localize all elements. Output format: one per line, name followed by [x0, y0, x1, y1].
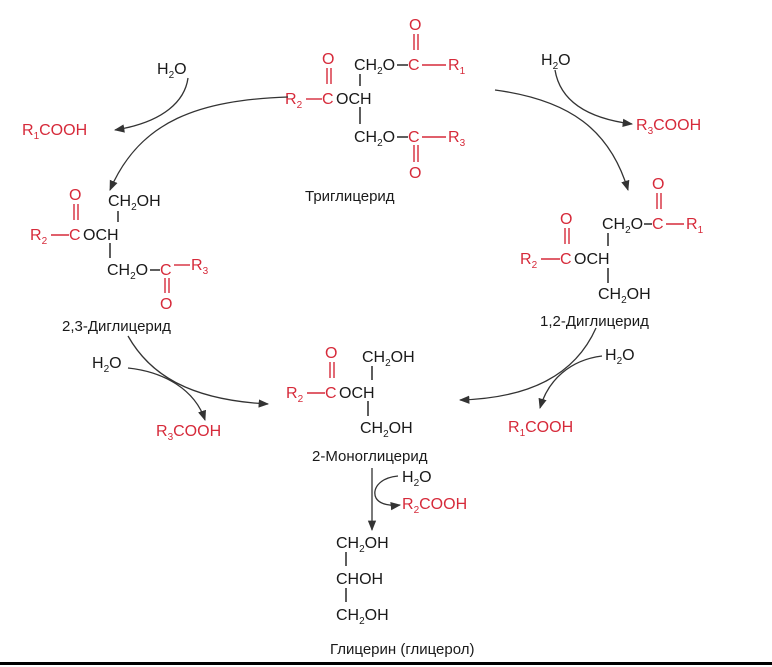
mg2-o-mid: O [325, 345, 337, 362]
arrow-dg23-to-mg [127, 335, 270, 408]
dg23-c-mid: C [69, 227, 81, 244]
r1cooh-2: R1COOH [508, 419, 573, 439]
r1cooh-1: R1COOH [22, 122, 87, 142]
arrow-dg23-water-r3cooh [127, 367, 206, 421]
water-1: H2O [157, 61, 187, 81]
dg12-ch2o: CH2O [602, 216, 643, 236]
arrow-tg-water-r1cooh [113, 77, 189, 133]
r2cooh: R2COOH [402, 496, 467, 516]
tg-o-top: O [409, 17, 421, 34]
glycerol-structure: CH2OH CHOH CH2OH [336, 535, 389, 627]
triglyceride-structure: CH2O C O R1 R2 C O OCH CH2O C O R3 [285, 17, 466, 182]
arrow-tg-to-dg12 [494, 89, 630, 191]
tg-o-bottom: O [409, 165, 421, 182]
dg23-structure: CH2OH R2 C O OCH CH2O C O R3 [30, 187, 209, 313]
dg12-label: 1,2-Диглицерид [540, 313, 649, 330]
mg2-och: OCH [339, 385, 375, 402]
water-3: H2O [92, 355, 122, 375]
water-2: H2O [541, 52, 571, 72]
dg12-structure: CH2O C O R1 R2 C O OCH CH2OH [520, 176, 704, 306]
bottom-border [0, 662, 772, 665]
dg23-r3: R3 [191, 257, 209, 277]
arrow-tg-water-r3cooh [554, 69, 634, 127]
water-5: H2O [402, 469, 432, 489]
dg23-ch2o: CH2O [107, 262, 148, 282]
dg12-c-top: C [652, 216, 664, 233]
dg12-r2: R2 [520, 251, 538, 271]
tg-o-mid: O [322, 51, 334, 68]
r3cooh-2: R3COOH [156, 423, 221, 443]
tg-r3: R3 [448, 129, 466, 149]
dg23-label: 2,3-Диглицерид [62, 318, 171, 335]
dg23-c-bottom: C [160, 262, 172, 279]
tg-r2: R2 [285, 91, 303, 111]
arrow-dg12-to-mg [458, 327, 597, 404]
tg-ch2o-top: CH2O [354, 57, 395, 77]
tg-c-bottom: C [408, 129, 420, 146]
mg2-label: 2-Моноглицерид [312, 448, 428, 465]
dg23-o-mid: O [69, 187, 81, 204]
water-4: H2O [605, 347, 635, 367]
gly-ch2oh-top: CH2OH [336, 535, 389, 555]
mg2-structure: CH2OH R2 C O OCH CH2OH [286, 345, 415, 440]
tg-ch2o-bottom: CH2O [354, 129, 395, 149]
tg-r1: R1 [448, 57, 466, 77]
dg12-ch2oh: CH2OH [598, 286, 651, 306]
mg2-c-mid: C [325, 385, 337, 402]
triglyceride-label: Триглицерид [305, 188, 395, 205]
tg-c-top: C [408, 57, 420, 74]
glycerol-label: Глицерин (глицерол) [330, 641, 475, 658]
dg12-r1: R1 [686, 216, 704, 236]
tg-c-mid: C [322, 91, 334, 108]
dg12-och: OCH [574, 251, 610, 268]
r3cooh-1: R3COOH [636, 117, 701, 137]
gly-ch2oh-bottom: CH2OH [336, 607, 389, 627]
dg23-r2: R2 [30, 227, 48, 247]
arrow-dg12-water-r1cooh [538, 355, 603, 409]
dg12-c-mid: C [560, 251, 572, 268]
mg2-r2: R2 [286, 385, 304, 405]
mg2-ch2oh-bottom: CH2OH [360, 420, 413, 440]
dg12-o-mid: O [560, 211, 572, 228]
tg-och: OCH [336, 91, 372, 108]
dg12-o-top: O [652, 176, 664, 193]
arrow-mg-water-r2cooh [374, 475, 402, 511]
dg23-och: OCH [83, 227, 119, 244]
arrow-tg-to-dg23 [109, 96, 289, 191]
dg23-o-bottom: O [160, 296, 172, 313]
mg2-ch2oh-top: CH2OH [362, 349, 415, 369]
dg23-ch2oh: CH2OH [108, 193, 161, 213]
gly-choh: CHOH [336, 571, 383, 588]
